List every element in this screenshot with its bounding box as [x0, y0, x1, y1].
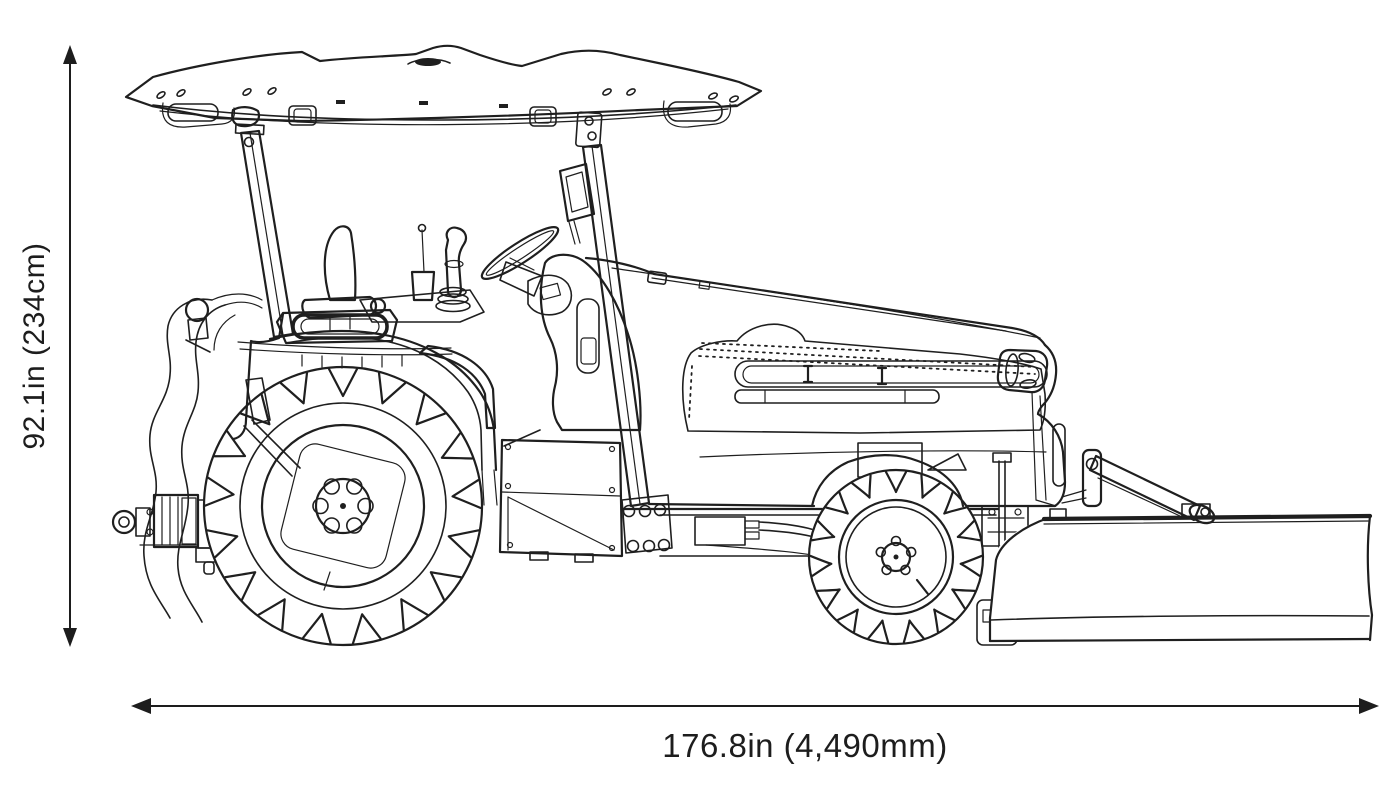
arrowhead-down-icon — [63, 628, 77, 647]
canopy-roof — [124, 44, 763, 149]
vent-panel — [681, 323, 1048, 434]
rear-rops-post — [239, 129, 295, 339]
tractor-illustration — [111, 44, 1374, 647]
hydraulic-block — [694, 516, 746, 546]
joystick-console — [359, 223, 485, 323]
hood-body — [584, 256, 1067, 508]
arrowhead-up-icon — [63, 45, 77, 64]
main-joystick — [435, 226, 471, 313]
front-hub-bolts — [875, 535, 917, 576]
canopy-light-icon — [156, 86, 740, 103]
battery-box — [498, 438, 624, 563]
lever-stick — [410, 223, 436, 302]
steering-cowl — [503, 253, 642, 447]
front-fender-arch — [810, 454, 965, 508]
arrowhead-right-icon — [1359, 698, 1379, 714]
fender-handle — [418, 344, 497, 430]
grading-blade — [988, 503, 1374, 643]
front-tire-lugs — [809, 470, 983, 644]
control-knob — [369, 297, 387, 315]
width-dimension-label: 176.8in (4,490mm) — [662, 727, 947, 764]
height-dimension: 92.1in (234cm) — [18, 45, 77, 647]
arrowhead-left-icon — [131, 698, 151, 714]
hydraulic-hoses-rear — [143, 293, 263, 623]
rear-hub-bolts — [312, 478, 374, 534]
front-wheel — [807, 468, 985, 646]
rear-wheel — [202, 365, 484, 647]
width-dimension: 176.8in (4,490mm) — [131, 698, 1379, 764]
rear-fender — [231, 308, 498, 506]
blade-lift-arm — [1061, 448, 1216, 525]
height-dimension-label: 92.1in (234cm) — [18, 242, 51, 449]
display-monitor — [558, 162, 596, 245]
rear-tire-lugs — [204, 367, 482, 645]
steering-wheel — [480, 225, 573, 316]
front-rops-post — [581, 143, 673, 554]
